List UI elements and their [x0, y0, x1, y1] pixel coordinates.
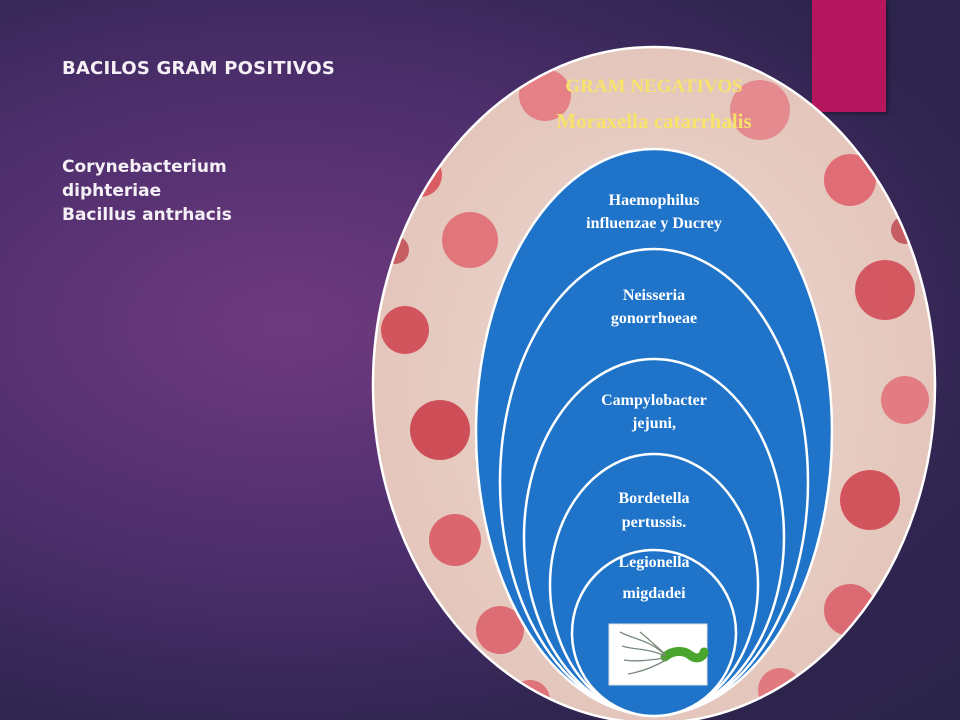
bordetella-line-2: pertussis. [622, 514, 686, 531]
legionella-line-2: migdadei [622, 585, 686, 602]
bordetella-line-1: Bordetella [618, 490, 689, 507]
campylobacter-line-2: jejuni, [631, 415, 676, 432]
haemophilus-line-2: influenzae y Ducrey [586, 215, 722, 232]
slide-heading: BACILOS GRAM POSITIVOS [62, 58, 336, 79]
species-line-2: diphteriae [62, 181, 162, 201]
neisseria-line-1: Neisseria [623, 287, 685, 304]
accent-bar [812, 0, 886, 112]
campylobacter-line-1: Campylobacter [601, 392, 707, 409]
legionella-line-1: Legionella [618, 554, 689, 571]
bacterium-illustration [608, 623, 709, 686]
species-line-1: Corynebacterium [62, 157, 227, 177]
gram-negativos-title: GRAM NEGATIVOS [565, 76, 742, 97]
species-line-3: Bacillus antrhacis [62, 205, 232, 225]
species-list: Corynebacterium diphteriae Bacillus antr… [62, 155, 232, 227]
haemophilus-line-1: Haemophilus [609, 192, 700, 209]
moraxella-label: Moraxella catarrhalis [556, 109, 751, 133]
neisseria-line-2: gonorrhoeae [611, 310, 697, 327]
